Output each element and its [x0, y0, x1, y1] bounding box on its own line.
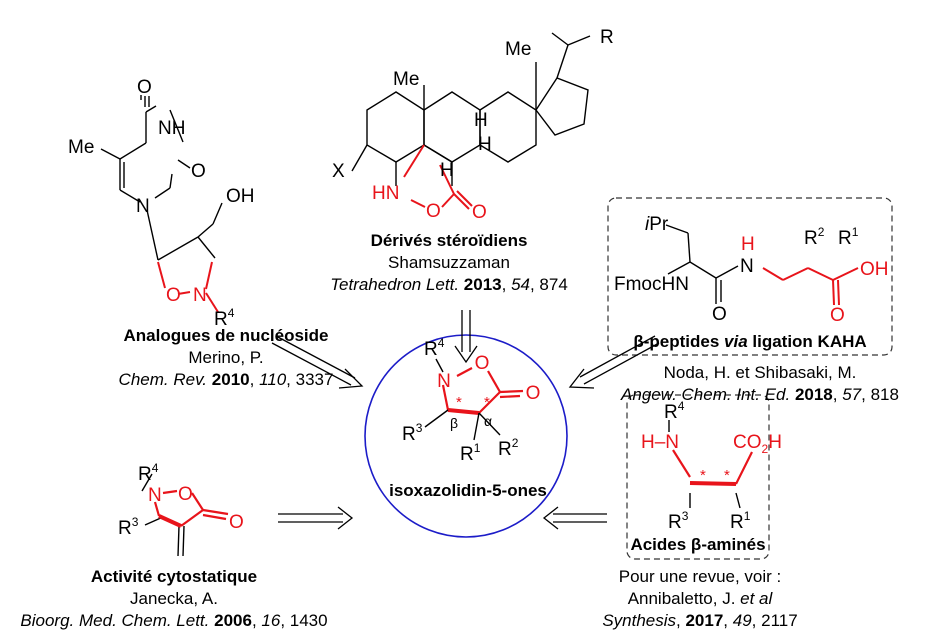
aminoacid-co2h: CO2H: [733, 432, 782, 456]
steroid-me1: Me: [505, 39, 531, 60]
cytostatic-molecule: [141, 473, 229, 557]
steroid-h3: H: [478, 134, 492, 155]
steroid-ref: Tetrahedron Lett. 2013, 54, 874: [330, 275, 568, 294]
arrow-from-cytostatic: [278, 506, 354, 530]
aminoacid-molecule: [668, 420, 753, 509]
steroid-title: Dérivés stéroïdiens: [370, 231, 528, 250]
steroid-caption: Dérivés stéroïdiens Shamsuzzaman Tetrahe…: [286, 230, 612, 296]
aminoacid-title: Acides β-aminés: [630, 535, 766, 554]
center-beta: β: [450, 415, 458, 431]
center-alpha: α: [484, 413, 492, 429]
center-r4: R4: [424, 336, 445, 360]
nucleoside-r4: R4: [214, 306, 235, 330]
center-stereo-2: *: [484, 394, 490, 411]
aminoacid-author: Annibaletto, J. et al: [627, 589, 773, 608]
nucleoside-oh: OH: [226, 186, 255, 207]
center-r3: R3: [402, 421, 423, 445]
aminoacid-r3: R3: [668, 509, 689, 533]
center-bonds: [424, 358, 501, 441]
arrow-from-aminoacid: [542, 506, 607, 530]
nucleoside-o-top: O: [137, 77, 152, 98]
center-stereo-1: *: [456, 394, 462, 411]
arrow-from-nucleoside: [271, 335, 364, 389]
nucleoside-o-right: O: [191, 161, 206, 182]
peptide-author: Noda, H. et Shibasaki, M.: [663, 363, 857, 382]
arrow-from-steroid: [454, 310, 478, 364]
aminoacid-r1: R1: [730, 509, 751, 533]
center-o: O: [475, 353, 490, 374]
aminoacid-stereo-2: *: [724, 467, 730, 484]
nucleoside-title: Analogues de nucléoside: [123, 326, 329, 345]
aminoacid-dashed-box: [626, 394, 770, 560]
peptide-h: H: [741, 234, 755, 255]
nucleoside-ring-n: N: [193, 285, 207, 306]
nucleoside-caption: Analogues de nucléoside Merino, P. Chem.…: [108, 325, 344, 391]
peptide-oh: OH: [860, 259, 889, 280]
center-n: N: [437, 371, 451, 392]
peptide-dashed-box: [607, 197, 893, 356]
steroid-x: X: [332, 161, 345, 182]
cytostatic-r3: R3: [118, 515, 139, 539]
center-ring: [441, 367, 524, 415]
steroid-r: R: [600, 27, 614, 48]
nucleoside-ref: Chem. Rev. 2010, 110, 3337: [118, 370, 334, 389]
cytostatic-author: Janecka, A.: [130, 589, 218, 608]
nucleoside-me: Me: [68, 137, 94, 158]
nucleoside-molecule: [100, 95, 223, 261]
center-r2: R2: [498, 436, 519, 460]
steroid-author: Shamsuzzaman: [388, 253, 510, 272]
center-name: isoxazolidin-5-ones: [389, 481, 547, 500]
peptide-fmochn: FmocHN: [614, 274, 689, 295]
steroid-h2: H: [440, 160, 454, 181]
peptide-caption: Noda, H. et Shibasaki, M. Angew. Chem. I…: [580, 362, 940, 406]
nucleoside-red-ring: [157, 261, 219, 313]
aminoacid-stereo-1: *: [700, 467, 706, 484]
peptide-n: N: [740, 256, 754, 277]
peptide-o-amide: O: [712, 304, 727, 325]
peptide-r2: R2: [804, 225, 825, 249]
nucleoside-ring-o: O: [166, 285, 181, 306]
arrow-from-peptide: [568, 335, 660, 389]
center-r1: R1: [460, 441, 481, 465]
nucleoside-nh: NH: [158, 118, 185, 139]
cytostatic-n: N: [148, 485, 162, 506]
cytostatic-ref: Bioorg. Med. Chem. Lett. 2006, 16, 1430: [20, 611, 328, 630]
steroid-o-ring: O: [426, 201, 441, 222]
peptide-ipr: iPr: [645, 214, 669, 235]
center-carbonyl-o: O: [526, 383, 541, 404]
center-molecule: N O O R4 R3 β α * * R1 R2: [364, 334, 568, 538]
peptide-red: [762, 267, 859, 306]
cytostatic-o-carbonyl: O: [229, 512, 244, 533]
center-circle: [364, 334, 568, 538]
peptide-title: β-peptides via ligation KAHA: [633, 332, 867, 351]
aminoacid-ref: Synthesis, 2017, 49, 2117: [602, 611, 798, 630]
steroid-h1: H: [474, 110, 488, 131]
aminoacid-r4: R4: [664, 399, 685, 423]
steroid-me2: Me: [393, 69, 419, 90]
cytostatic-r4: R4: [138, 461, 159, 485]
peptide-molecule: [665, 224, 739, 304]
steroid-hn: HN: [372, 183, 399, 204]
cytostatic-o: O: [178, 484, 193, 505]
peptide-o-acid: O: [830, 305, 845, 326]
aminoacid-review: Pour une revue, voir :: [618, 567, 782, 586]
steroid-o-carbonyl: O: [472, 202, 487, 223]
cytostatic-title: Activité cytostatique: [90, 567, 258, 586]
peptide-ref: Angew. Chem. Int. Ed. 2018, 57, 818: [621, 385, 899, 404]
peptide-r1: R1: [838, 225, 859, 249]
nucleoside-author: Merino, P.: [188, 348, 264, 367]
steroid-red-ring: [403, 144, 473, 210]
aminoacid-hn: H–N: [641, 432, 679, 453]
cytostatic-caption: Activité cytostatique Janecka, A. Bioorg…: [0, 566, 348, 632]
nucleoside-n: N: [136, 196, 150, 217]
steroid-molecule: [351, 32, 591, 186]
aminoacid-caption: Pour une revue, voir : Annibaletto, J. e…: [570, 566, 830, 632]
